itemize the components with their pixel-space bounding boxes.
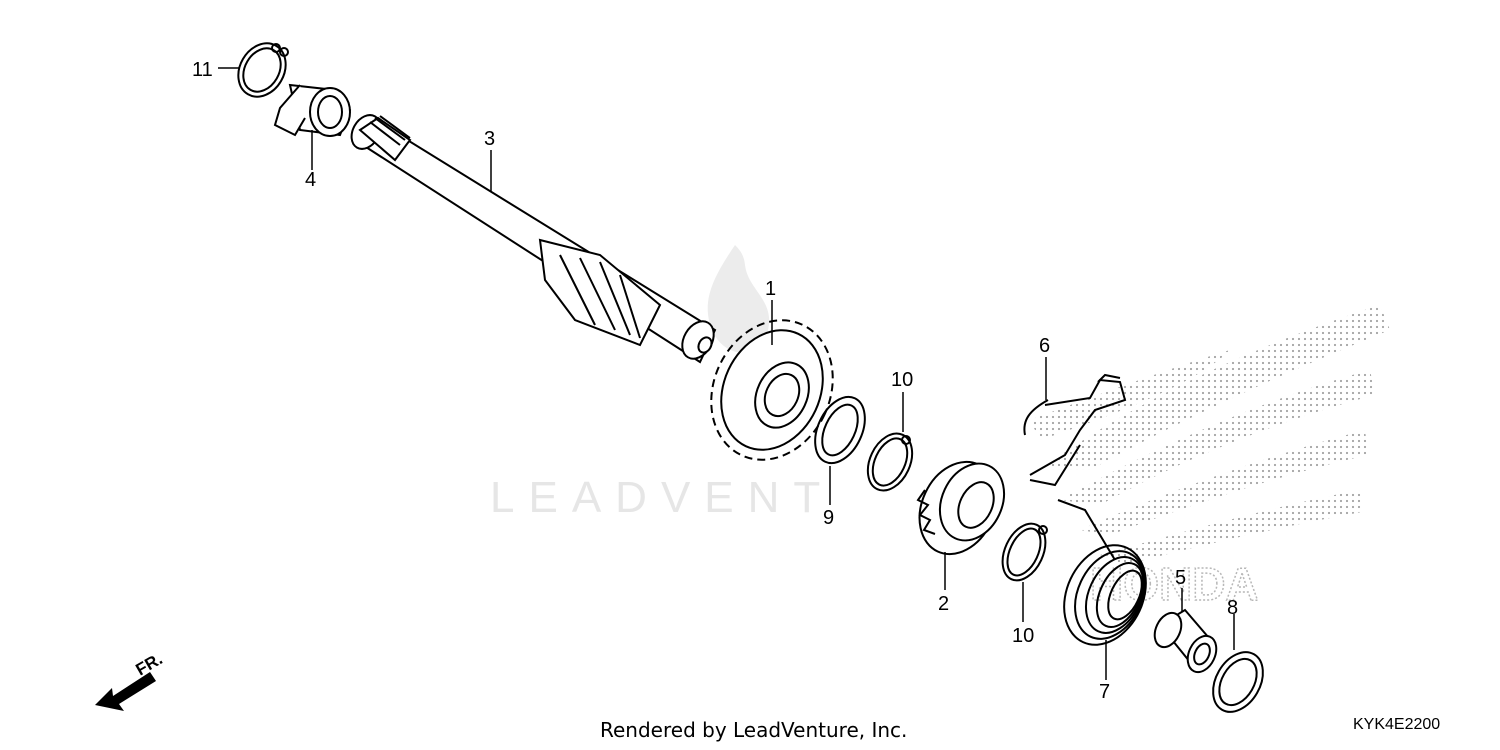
callout-10-upper: 10 xyxy=(891,369,913,391)
diagram-code: KYK4E2200 xyxy=(1353,716,1441,733)
watermark-text: LEADVENT xyxy=(490,473,834,522)
callout-6: 6 xyxy=(1039,335,1050,357)
part-10-circlip-lower xyxy=(1001,522,1048,582)
callout-2: 2 xyxy=(938,593,949,615)
callout-1: 1 xyxy=(765,278,776,300)
callout-10-lower: 10 xyxy=(1012,625,1034,647)
front-direction-label: FR. xyxy=(133,649,166,679)
callout-8: 8 xyxy=(1227,597,1238,619)
callout-4: 4 xyxy=(305,169,316,191)
part-9-washer xyxy=(814,395,866,465)
callout-numbers: 11 4 3 1 6 10 9 2 10 5 8 7 xyxy=(192,59,1238,703)
leadventure-watermark: LEADVENT xyxy=(490,245,834,522)
callout-3: 3 xyxy=(484,128,495,150)
part-7-spring xyxy=(1057,499,1147,646)
part-11-circlip xyxy=(237,42,289,98)
callout-9: 9 xyxy=(823,507,834,529)
leader-lines xyxy=(218,67,1235,680)
part-5-collar xyxy=(1153,608,1218,674)
part-6-spring-guide xyxy=(1023,373,1127,487)
callout-11: 11 xyxy=(192,59,213,81)
front-arrow-icon: FR. xyxy=(95,649,166,711)
part-2-ratchet xyxy=(916,460,1006,556)
callout-7: 7 xyxy=(1099,681,1110,703)
part-8-washer xyxy=(1212,651,1264,713)
part-10-circlip-upper xyxy=(866,432,914,492)
part-3-shaft xyxy=(350,114,717,364)
part-4-collar xyxy=(273,83,352,137)
honda-wing-watermark: HONDA xyxy=(1030,305,1390,611)
rendered-by-credit: Rendered by LeadVenture, Inc. xyxy=(600,718,908,742)
callout-5: 5 xyxy=(1175,567,1186,589)
